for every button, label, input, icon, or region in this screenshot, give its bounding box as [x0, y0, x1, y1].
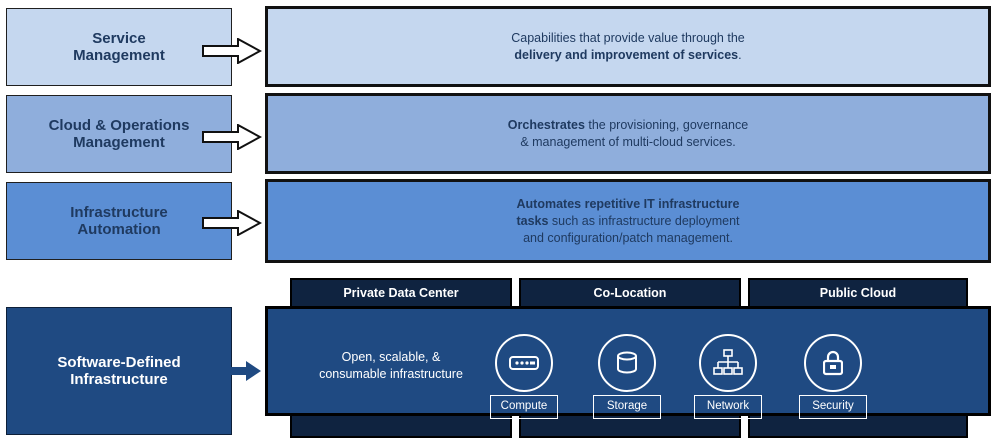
layer-description: Automates repetitive IT infrastructure ta… [265, 179, 991, 263]
capability-label: Security [799, 395, 867, 419]
capability-network: Network [694, 334, 762, 419]
label-line: Cloud & Operations [48, 117, 190, 134]
desc-emphasis: Automates repetitive IT infrastructure [516, 196, 740, 211]
layer-description: Capabilities that provide value through … [265, 6, 991, 87]
arrow-right-icon [202, 38, 262, 64]
label-line: Infrastructure [70, 371, 168, 388]
desc-line: tasks such as infrastructure deployment [516, 213, 739, 230]
layer-label-service-management: Service Management [6, 8, 232, 86]
desc-text: . [738, 47, 742, 62]
desc-lines: Capabilities that provide value through … [511, 30, 744, 64]
capability-label: Compute [490, 395, 558, 419]
layer-description: Orchestrates the provisioning, governanc… [265, 93, 991, 174]
desc-emphasis: tasks [516, 213, 549, 228]
label-line: Management [73, 47, 165, 64]
arrow-right-icon [226, 361, 261, 381]
layer-label-infrastructure-automation: Infrastructure Automation [6, 182, 232, 260]
desc-lines: Automates repetitive IT infrastructure ta… [516, 196, 739, 247]
tab-label: Private Data Center [343, 286, 459, 300]
tab-label: Co-Location [593, 286, 667, 300]
capability-storage: Storage [593, 334, 661, 419]
desc-line: Orchestrates the provisioning, governanc… [508, 117, 748, 134]
arrow-right-icon [202, 210, 262, 236]
label-line: Service [92, 30, 146, 47]
sdi-description: Open, scalable, & consumable infrastruct… [296, 349, 486, 383]
capability-label: Storage [593, 395, 661, 419]
desc-line: and configuration/patch management. [516, 230, 739, 247]
label-line: Automation [77, 221, 161, 238]
lock-icon [804, 334, 862, 392]
desc-lines: Orchestrates the provisioning, governanc… [508, 117, 748, 151]
desc-line: delivery and improvement of services. [511, 47, 744, 64]
desc-text: & management of multi-cloud services. [520, 134, 736, 149]
desc-line: consumable infrastructure [319, 367, 463, 381]
network-icon [699, 334, 757, 392]
desc-emphasis: Orchestrates [507, 117, 585, 132]
sdi-panel: Open, scalable, & consumable infrastruct… [265, 306, 991, 419]
desc-line: Open, scalable, & [341, 350, 441, 364]
layer-label-cloud-operations: Cloud & Operations Management [6, 95, 232, 173]
label-line: Management [73, 134, 165, 151]
tab-private-data-center: Private Data Center [290, 278, 512, 308]
desc-text: such as infrastructure deployment [548, 213, 740, 228]
desc-line: & management of multi-cloud services. [508, 134, 748, 151]
capability-compute: Compute [490, 334, 558, 419]
desc-line: Capabilities that provide value through … [511, 30, 744, 47]
tab-public-cloud: Public Cloud [748, 278, 968, 308]
desc-text: the provisioning, governance [584, 117, 749, 132]
database-icon [598, 334, 656, 392]
tab-label: Public Cloud [819, 286, 897, 300]
tab-co-location: Co-Location [519, 278, 741, 308]
server-icon [495, 334, 553, 392]
desc-text: Capabilities that provide value through … [511, 30, 745, 45]
desc-text: and configuration/patch management. [523, 230, 733, 245]
arrow-right-icon [202, 124, 262, 150]
label-line: Infrastructure [70, 204, 168, 221]
label-line: Software-Defined [57, 354, 181, 371]
capability-label: Network [694, 395, 762, 419]
desc-line: Automates repetitive IT infrastructure [516, 196, 740, 213]
capability-security: Security [799, 334, 867, 419]
layer-label-software-defined-infrastructure: Software-Defined Infrastructure [6, 307, 232, 435]
desc-emphasis: delivery and improvement of services [514, 47, 739, 62]
